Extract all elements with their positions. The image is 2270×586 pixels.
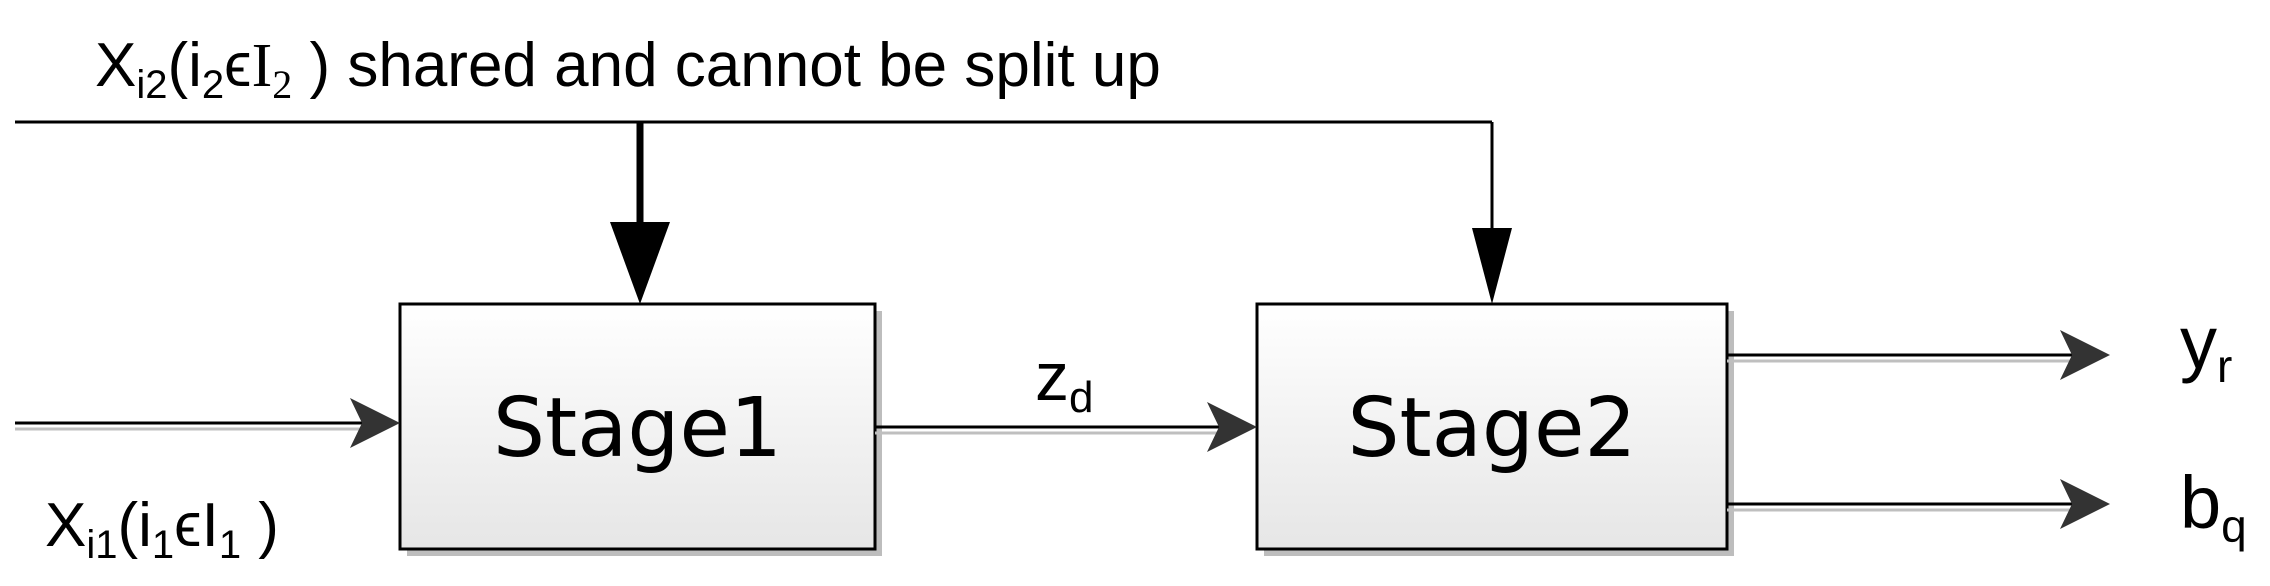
output-label-b: bq — [2180, 461, 2247, 552]
input-set-sub: 1 — [219, 523, 241, 567]
stage1-top-arrowhead — [610, 222, 670, 304]
input-arrow — [15, 398, 400, 448]
output-b-sub: q — [2221, 500, 2247, 552]
shared-input-set: I — [252, 32, 273, 100]
stage1-box: Stage1 — [398, 302, 882, 556]
shared-input-open-sub: 2 — [202, 63, 224, 107]
input-close: ) — [241, 491, 279, 560]
shared-input-open: (i — [168, 31, 202, 100]
output-b-var: b — [2180, 461, 2221, 544]
output-y-var: y — [2180, 301, 2217, 384]
shared-input-set-sub: 2 — [272, 62, 292, 107]
input-set: I — [202, 491, 219, 560]
output-arrow-y — [1727, 330, 2110, 380]
shared-input-elem: ϵ — [224, 31, 251, 100]
input-var: X — [45, 491, 86, 560]
stage2-top-arrowhead — [1472, 228, 1512, 304]
intermediate-sub: d — [1069, 373, 1093, 422]
stage2-label: Stage2 — [1347, 381, 1636, 476]
intermediate-arrow — [875, 402, 1257, 452]
output-label-y: yr — [2180, 301, 2232, 392]
stage1-label: Stage1 — [493, 381, 782, 476]
stage2-box: Stage2 — [1255, 302, 1734, 556]
input-elem: ϵ — [174, 491, 201, 560]
intermediate-var: z — [1035, 339, 1069, 415]
shared-input-var: X — [95, 31, 136, 100]
shared-input-var-sub: i2 — [136, 63, 167, 107]
output-y-sub: r — [2217, 340, 2232, 392]
input-var-sub: i1 — [86, 523, 117, 567]
output-arrow-b — [1727, 479, 2110, 529]
intermediate-label: zd — [1035, 339, 1093, 422]
input-open-sub: 1 — [152, 523, 174, 567]
input-open: (i — [118, 491, 152, 560]
input-label: Xi1(i1ϵI1 ) — [45, 491, 279, 567]
shared-input-label: Xi2(i2ϵI2 ) shared and cannot be split u… — [95, 31, 1161, 107]
shared-input-close: ) shared and cannot be split up — [292, 31, 1161, 100]
shared-input-line — [15, 120, 1494, 262]
